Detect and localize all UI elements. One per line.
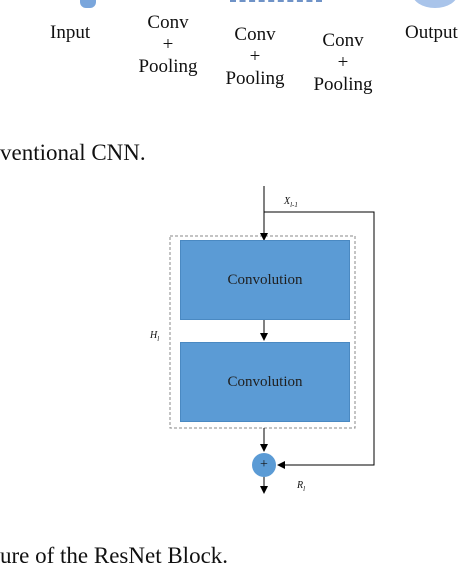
stage3-line2: +: [337, 52, 349, 73]
convolution-box-1: Convolution: [180, 240, 350, 320]
sum-symbol: +: [260, 457, 268, 472]
stage2-line1: Conv: [234, 24, 276, 45]
stage2-label: Conv + Pooling: [219, 24, 291, 90]
convolution-box-2: Convolution: [180, 342, 350, 422]
input-label-x: Xl-1: [284, 196, 298, 209]
input-label: Input: [50, 22, 91, 43]
stage2-line3: Pooling: [225, 68, 285, 89]
skip-connection: [264, 211, 375, 469]
stage1-line2: +: [162, 34, 174, 55]
dashed-stroke-partial: [230, 0, 322, 5]
convolution-label-1: Convolution: [227, 271, 303, 288]
output-label-r: Rl: [297, 480, 306, 493]
output-label: Output: [405, 22, 458, 43]
stage3-line1: Conv: [322, 30, 364, 51]
sum-node: +: [252, 453, 276, 477]
caption-conventional-cnn: ventional CNN.: [0, 140, 146, 165]
input-shape-partial: [80, 0, 96, 8]
stage2-line2: +: [249, 46, 261, 67]
output-circle-partial: [412, 0, 458, 8]
stage3-line3: Pooling: [313, 74, 373, 95]
stage1-label: Conv + Pooling: [133, 12, 203, 78]
stage3-label: Conv + Pooling: [307, 30, 379, 96]
convolution-label-2: Convolution: [227, 373, 303, 390]
stage1-line1: Conv: [147, 12, 189, 33]
block-label-h: Hl: [150, 330, 160, 343]
caption-resnet-block: ure of the ResNet Block.: [0, 543, 229, 568]
stage1-line3: Pooling: [138, 56, 198, 77]
